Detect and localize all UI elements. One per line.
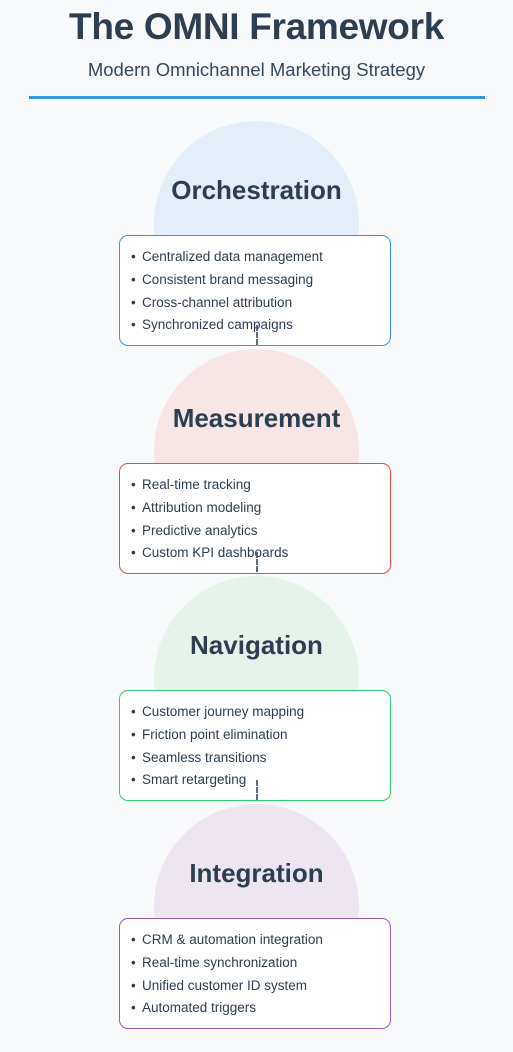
stage-card: • Customer journey mapping • Friction poin… xyxy=(119,690,391,801)
list-item: • Predictive analytics xyxy=(131,520,380,543)
bullet-icon: • xyxy=(131,477,136,492)
bullet-icon: • xyxy=(131,726,136,742)
list-item: • Real-time tracking xyxy=(131,474,380,497)
list-item: • Automated triggers xyxy=(131,997,380,1020)
bullet-icon: • xyxy=(131,749,136,765)
list-item-text: Synchronized campaigns xyxy=(142,317,293,333)
bullet-icon: • xyxy=(131,932,136,947)
framework-title: The OMNI Framework xyxy=(69,6,444,47)
list-item-text: Consistent brand messaging xyxy=(142,271,314,287)
list-item: • Unified customer ID system xyxy=(131,975,380,998)
list-item-text: Real-time synchronization xyxy=(142,954,298,970)
list-item: • Smart retargeting xyxy=(131,769,380,792)
list-item-text: Seamless transitions xyxy=(142,749,267,765)
stage-card: • Centralized data management • Consistent… xyxy=(119,235,391,346)
stage-card: • Real-time tracking • Attribution modelin… xyxy=(119,463,391,574)
title-divider xyxy=(29,96,485,99)
bullet-icon: • xyxy=(131,271,136,287)
stage-title: Navigation xyxy=(190,630,323,660)
list-item: • Customer journey mapping xyxy=(131,701,380,724)
list-item: • Cross-channel attribution xyxy=(131,292,380,315)
bullet-icon: • xyxy=(131,977,136,993)
list-item: • Centralized data management xyxy=(131,246,380,269)
stage-bullet-list: • Centralized data management • Consistent… xyxy=(131,246,380,337)
list-item-text: Smart retargeting xyxy=(142,772,247,788)
list-item-text: Friction point elimination xyxy=(142,726,288,742)
list-item: • Friction point elimination xyxy=(131,724,380,747)
list-item: • Attribution modeling xyxy=(131,497,380,520)
list-item: • CRM & automation integration xyxy=(131,929,380,952)
list-item-text: Customer journey mapping xyxy=(142,704,305,719)
bullet-icon: • xyxy=(131,545,136,561)
list-item: • Synchronized campaigns xyxy=(131,314,380,337)
bullet-icon: • xyxy=(131,522,136,538)
list-item-text: Custom KPI dashboards xyxy=(142,545,289,561)
stage-title: Orchestration xyxy=(171,175,342,205)
bullet-icon: • xyxy=(131,704,136,719)
list-item: • Custom KPI dashboards xyxy=(131,542,380,565)
list-item-text: Predictive analytics xyxy=(142,522,258,538)
stage-bullet-list: • Real-time tracking • Attribution modelin… xyxy=(131,474,380,565)
bullet-icon: • xyxy=(131,499,136,515)
framework-subtitle: Modern Omnichannel Marketing Strategy xyxy=(87,59,426,80)
stage-connector xyxy=(256,780,258,800)
stage-connector xyxy=(256,325,258,345)
list-item-text: Centralized data management xyxy=(142,249,323,264)
stage-bullet-list: • Customer journey mapping • Friction poin… xyxy=(131,701,380,792)
stage-bullet-list: • CRM & automation integration • Real-time… xyxy=(131,929,380,1020)
bullet-icon: • xyxy=(131,772,136,788)
list-item-text: Attribution modeling xyxy=(142,499,262,515)
bullet-icon: • xyxy=(131,954,136,970)
bullet-icon: • xyxy=(131,249,136,264)
bullet-icon: • xyxy=(131,317,136,333)
stage-connector xyxy=(256,552,258,572)
list-item-text: Unified customer ID system xyxy=(142,977,308,993)
list-item: • Real-time synchronization xyxy=(131,952,380,975)
bullet-icon: • xyxy=(131,294,136,310)
list-item-text: Real-time tracking xyxy=(142,477,251,492)
stage-title: Measurement xyxy=(172,403,341,433)
list-item: • Seamless transitions xyxy=(131,747,380,770)
list-item-text: Automated triggers xyxy=(142,1000,257,1016)
list-item: • Consistent brand messaging xyxy=(131,269,380,292)
stage-title: Integration xyxy=(189,858,324,888)
bullet-icon: • xyxy=(131,1000,136,1016)
stage-card: • CRM & automation integration • Real-time… xyxy=(119,918,391,1029)
list-item-text: Cross-channel attribution xyxy=(142,294,293,310)
list-item-text: CRM & automation integration xyxy=(142,932,323,947)
